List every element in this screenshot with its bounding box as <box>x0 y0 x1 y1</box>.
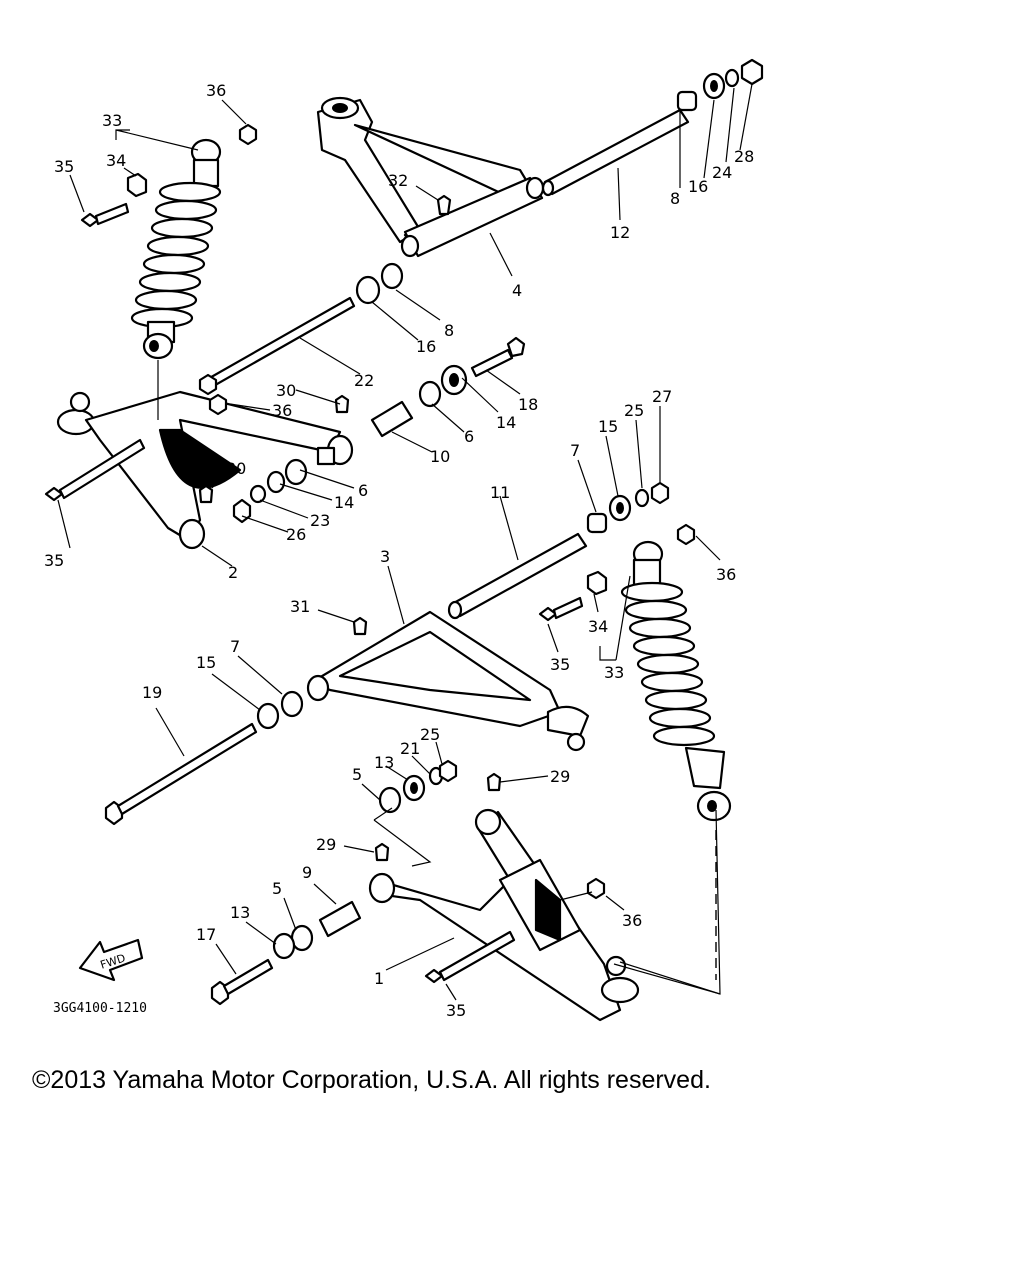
upper-front-hardware <box>586 481 670 534</box>
callout-35-b: 35 <box>44 551 64 570</box>
callout-27: 27 <box>652 387 672 406</box>
callout-26: 26 <box>286 525 306 544</box>
callout-36-b: 36 <box>272 401 292 420</box>
callout-20: 22 <box>354 371 374 390</box>
callout-35-c: 35 <box>550 655 570 674</box>
callout-35-a: 35 <box>54 157 74 176</box>
callout-34-b: 34 <box>588 617 608 636</box>
callout-17: 17 <box>196 925 216 944</box>
callout-16-a: 16 <box>688 177 708 196</box>
callout-35-d: 35 <box>446 1001 466 1020</box>
callout-34-a: 34 <box>106 151 126 170</box>
callout-24: 24 <box>712 163 732 182</box>
callout-36-d: 36 <box>622 911 642 930</box>
callout-6-b: 6 <box>358 481 368 500</box>
callout-22: 23 <box>310 511 330 530</box>
callout-13-b: 13 <box>230 903 250 922</box>
callout-16-b: 16 <box>416 337 436 356</box>
callout-32: 32 <box>388 171 408 190</box>
upper-arm-right <box>316 96 690 258</box>
callout-8-b: 8 <box>444 321 454 340</box>
callout-30-a: 30 <box>276 381 296 400</box>
callout-labels: 36 33 34 35 32 4 12 8 16 24 28 16 8 22 1… <box>44 81 754 1020</box>
callout-4: 4 <box>512 281 522 300</box>
upper-arm-front <box>104 532 590 826</box>
callout-36-c: 36 <box>716 565 736 584</box>
callout-29-b: 29 <box>316 835 336 854</box>
callout-33-b: 33 <box>604 663 624 682</box>
copyright-text: ©2013 Yamaha Motor Corporation, U.S.A. A… <box>32 1066 711 1094</box>
callout-21: 21 <box>400 739 420 758</box>
callout-13-a: 13 <box>374 753 394 772</box>
callout-9: 9 <box>302 863 312 882</box>
callout-29-a: 29 <box>550 767 570 786</box>
callout-28: 28 <box>734 147 754 166</box>
callout-33-a: 33 <box>102 111 122 130</box>
callout-31: 31 <box>290 597 310 616</box>
callout-30-b: 30 <box>226 459 246 478</box>
callout-6-a: 6 <box>464 427 474 446</box>
upper-right-hardware <box>355 58 764 305</box>
callout-18: 18 <box>518 395 538 414</box>
lower-arm-left <box>44 296 356 550</box>
leader-lines <box>57 83 753 1001</box>
callout-3: 3 <box>380 547 390 566</box>
callout-15-a: 15 <box>598 417 618 436</box>
callout-14-b: 14 <box>334 493 354 512</box>
callout-14-a: 14 <box>496 413 516 432</box>
callout-8-a: 8 <box>670 189 680 208</box>
callout-11: 11 <box>490 483 510 502</box>
callout-1: 1 <box>374 969 384 988</box>
fwd-arrow-icon: FWD <box>78 938 144 982</box>
callout-19: 19 <box>142 683 162 702</box>
callout-12: 12 <box>610 223 630 242</box>
callout-25: 25 <box>420 725 440 744</box>
callout-2: 2 <box>228 563 238 582</box>
shock-absorber-right <box>538 523 732 822</box>
callout-15-b: 15 <box>196 653 216 672</box>
callout-36-a: 36 <box>206 81 226 100</box>
callout-10: 10 <box>430 447 450 466</box>
lower-arm-front <box>210 759 640 1022</box>
shock-absorber-left <box>80 123 258 360</box>
callout-7-b: 7 <box>230 637 240 656</box>
callout-7-a: 7 <box>570 441 580 460</box>
diagram-code: 3GG4100-1210 <box>53 1001 147 1016</box>
callout-5-a: 5 <box>352 765 362 784</box>
parts-diagram: FWD <box>44 58 764 1022</box>
bushings-mid <box>370 336 526 438</box>
callout-23: 25 <box>624 401 644 420</box>
callout-5-b: 5 <box>272 879 282 898</box>
